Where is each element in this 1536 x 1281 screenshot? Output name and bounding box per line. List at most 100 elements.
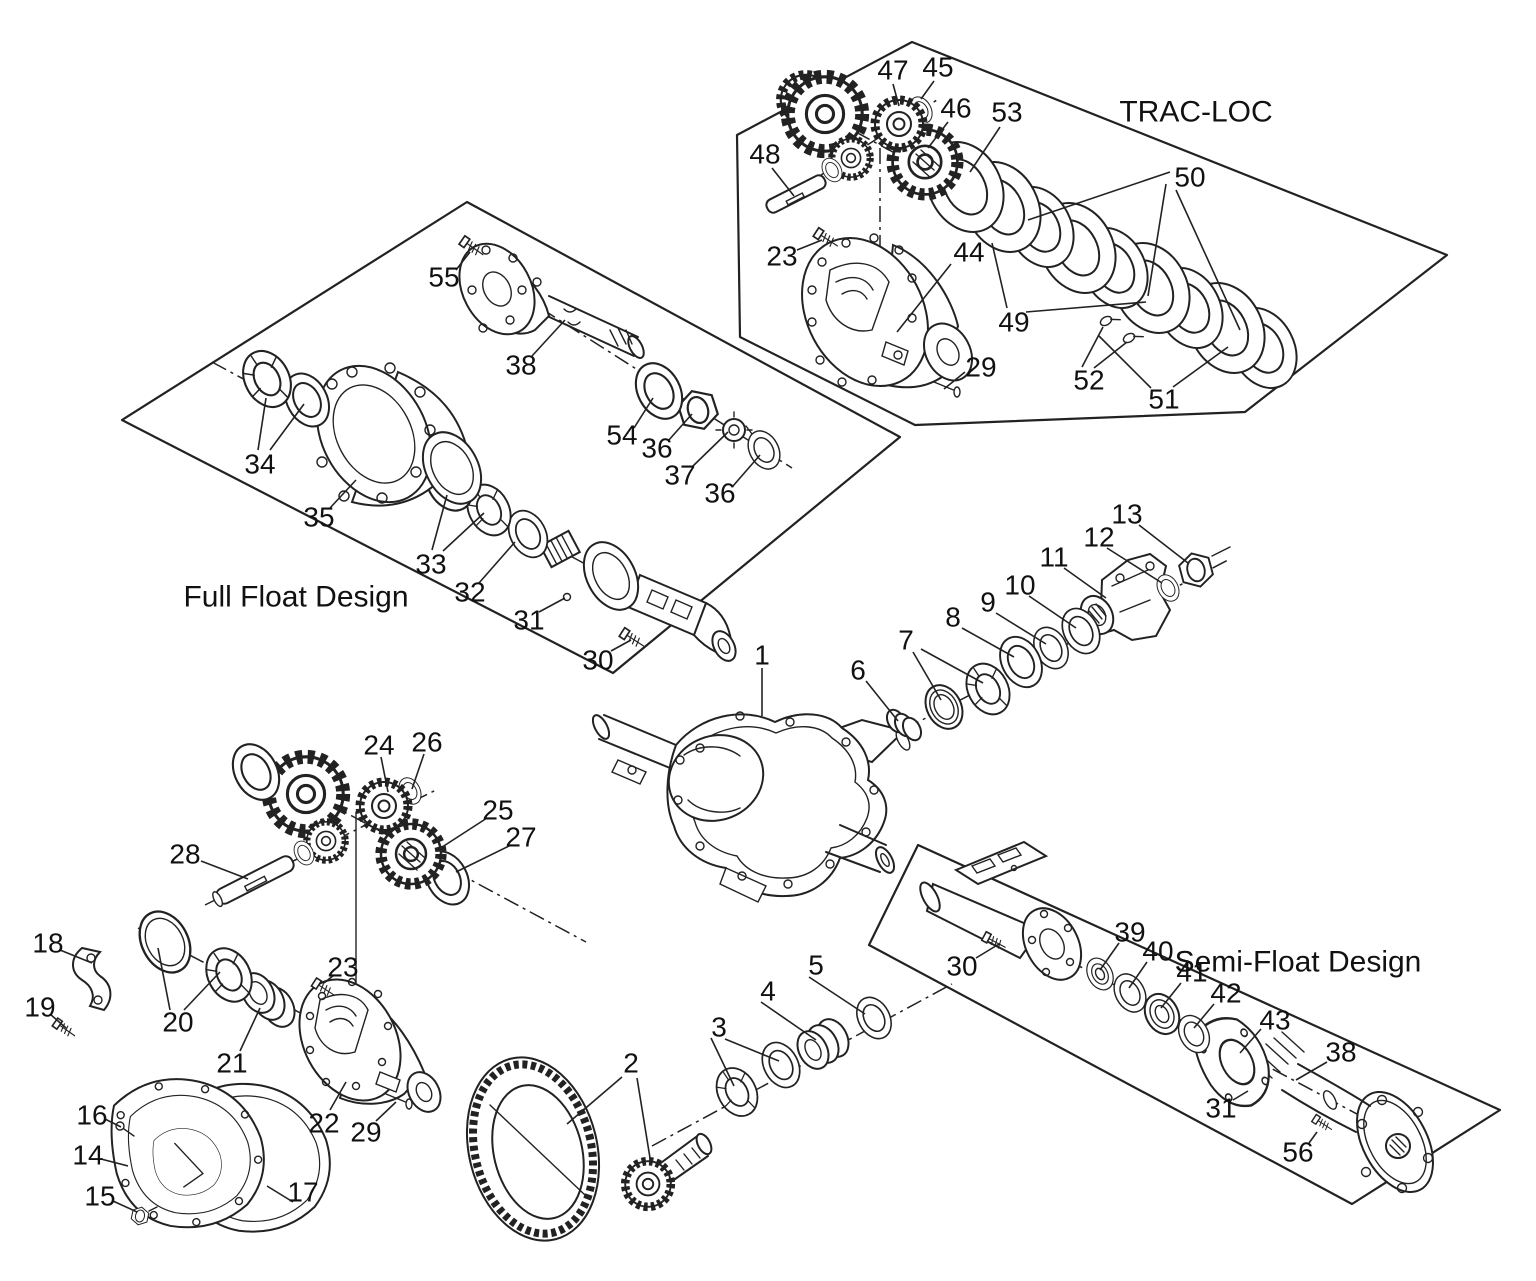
diff-case-22 [298,977,442,1113]
callout-22: 22 [308,1108,339,1139]
callout-42: 42 [1210,978,1241,1009]
axle-housing [591,711,911,903]
callout-25: 25 [482,795,513,826]
drive-pinion-2 [625,1132,713,1206]
cover-gasket-14 [110,1078,265,1229]
callout-9: 9 [980,587,996,618]
lock-bolt-19 [51,1017,79,1041]
callout-23-trac: 23 [766,241,797,272]
callout-31-ff: 31 [513,605,544,636]
ball-bearing-41 [1143,992,1181,1036]
callout-26: 26 [411,727,442,758]
drive-flange-55 [458,234,551,336]
axle-tube-end [919,840,1083,981]
callout-12: 12 [1083,522,1114,553]
lock-washer-37 [715,411,753,449]
semi-float-panel [867,843,1502,1206]
callout-44: 44 [953,237,984,268]
callout-35: 35 [303,502,334,533]
trac-loc-panel [735,40,1449,427]
callout-23-diff: 23 [327,952,358,983]
callout-21: 21 [216,1048,247,1079]
callout-45: 45 [922,52,953,83]
callout-40: 40 [1142,936,1173,967]
callout-36-b: 36 [704,478,735,509]
axle-shaft-38 [544,295,645,359]
callout-37: 37 [664,460,695,491]
callout-56: 56 [1282,1137,1313,1168]
lock-pin-29 [933,381,961,398]
callout-16: 16 [76,1100,107,1131]
callout-29-trac: 29 [965,352,996,383]
wheel-hub-35 [314,362,483,507]
trac-loc-gear-cluster [765,75,957,214]
callout-2: 2 [623,1048,639,1079]
leader-lines [49,80,1328,1213]
pinion-parts [885,546,1231,742]
spider-gear-set [212,735,479,914]
trac-loc-parts [765,75,1311,401]
ring-gear-2 [465,1056,601,1242]
callout-18: 18 [32,928,63,959]
title-semi-float: Semi-Float Design [1175,946,1422,979]
callout-34: 34 [244,449,275,480]
callout-1: 1 [754,640,770,671]
callout-30-sf: 30 [946,951,977,982]
callout-52: 52 [1073,365,1104,396]
callout-3: 3 [711,1012,727,1043]
callout-33: 33 [415,549,446,580]
trac-loc-case [801,233,973,389]
callout-28: 28 [169,839,200,870]
callout-4: 4 [760,976,776,1007]
section-titles: TRAC-LOC Full Float Design Semi-Float De… [183,96,1421,979]
callout-10: 10 [1004,570,1035,601]
cross-shaft-48 [765,174,827,214]
fill-plug-15 [129,1205,158,1227]
callout-36-a: 36 [641,433,672,464]
semi-axle-shaft-38 [1251,1031,1434,1194]
callout-54: 54 [606,420,637,451]
pinion-washer-5 [849,990,899,1046]
callout-53: 53 [991,97,1022,128]
callout-30-ff: 30 [582,645,613,676]
clutch-clips [1099,315,1144,344]
callout-29-diff: 29 [350,1117,381,1148]
bearing-cup-7 [924,684,964,730]
collapsible-spacer-6 [885,708,923,742]
callout-8: 8 [945,602,961,633]
spindle-assembly [538,529,737,662]
callout-24: 24 [363,730,394,761]
callout-7: 7 [898,625,914,656]
callout-43: 43 [1259,1005,1290,1036]
callout-49: 49 [998,307,1029,338]
callout-13: 13 [1111,499,1142,530]
callouts: 47 45 46 53 48 50 23 44 49 29 52 51 55 3… [24,52,1356,1212]
differential-cluster [51,735,899,1242]
bearing-race-20 [128,901,202,983]
seal-39 [1080,952,1120,996]
callout-5: 5 [808,950,824,981]
callout-51: 51 [1148,384,1179,415]
callout-41: 41 [1176,957,1207,988]
callout-27: 27 [505,822,536,853]
callout-31-sf: 31 [1205,1093,1236,1124]
pinion-bearing-3 [707,1059,767,1125]
callout-32: 32 [454,577,485,608]
callout-38-sf: 38 [1325,1037,1356,1068]
title-full-float: Full Float Design [183,581,408,614]
callout-50: 50 [1174,162,1205,193]
collapsible-spacer-4 [796,1018,850,1070]
adjuster-rings-21 [240,972,296,1028]
callout-55: 55 [428,262,459,293]
callout-47: 47 [877,55,908,86]
callout-14: 14 [72,1140,103,1171]
callout-6: 6 [850,655,866,686]
callout-38-ff: 38 [505,350,536,381]
semi-float-parts [919,840,1434,1194]
full-float-panel [120,200,902,675]
title-trac-loc: TRAC-LOC [1119,96,1272,129]
callout-46: 46 [940,93,971,124]
full-float-parts [232,234,787,662]
